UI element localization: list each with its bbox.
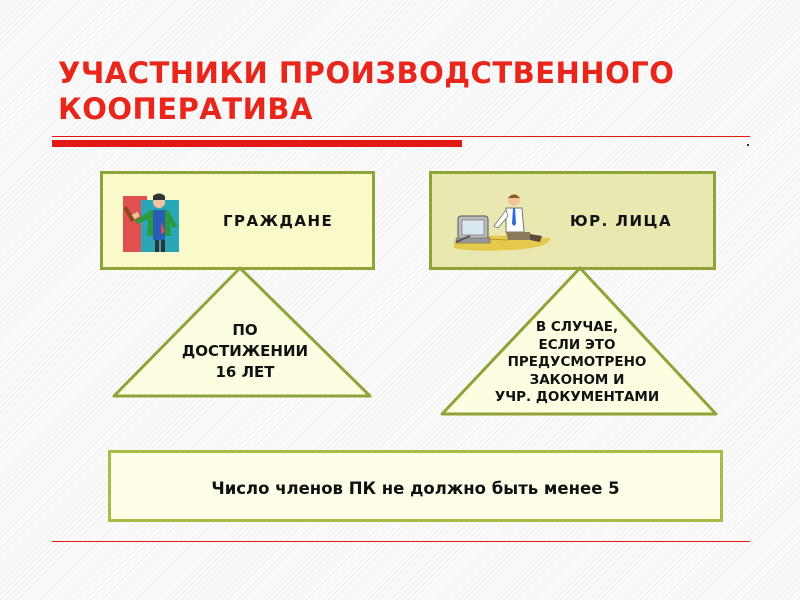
citizens-box: ГРАЖДАНЕ	[100, 171, 375, 270]
title-rule-thick	[52, 140, 462, 147]
legal-entities-label: ЮР. ЛИЦА	[570, 212, 673, 230]
legal-condition-line: ЗАКОНОМ И	[529, 371, 625, 388]
title-line-1: УЧАСТНИКИ ПРОИЗВОДСТВЕННОГО	[58, 56, 675, 90]
age-condition-line: 16 ЛЕТ	[215, 363, 275, 381]
legal-condition-line: ПРЕДУСМОТРЕНО	[507, 354, 647, 370]
left-triangle	[112, 266, 372, 398]
age-condition-line: ПО	[232, 321, 258, 339]
right-triangle	[440, 266, 718, 416]
rule-dot	[747, 144, 749, 146]
legal-condition-line: В СЛУЧАЕ,	[535, 319, 619, 335]
footer-rule	[52, 541, 750, 542]
slide-title: УЧАСТНИКИ ПРОИЗВОДСТВЕННОГО КООПЕРАТИВА	[58, 55, 758, 127]
legal-condition-line: ЕСЛИ ЭТО	[538, 336, 616, 353]
member-count-note: Число членов ПК не должно быть менее 5	[211, 479, 620, 498]
member-count-note-box: Число членов ПК не должно быть менее 5	[108, 450, 723, 522]
citizens-label: ГРАЖДАНЕ	[223, 212, 334, 230]
title-rule-thin	[52, 136, 750, 137]
title-line-2: КООПЕРАТИВА	[58, 92, 313, 126]
legal-entities-box: ЮР. ЛИЦА	[429, 171, 716, 270]
age-condition-line: ДОСТИЖЕНИИ	[181, 342, 309, 360]
office-worker-icon	[454, 194, 550, 251]
worker-icon	[123, 193, 179, 252]
legal-condition-line: УЧР. ДОКУМЕНТАМИ	[494, 389, 660, 405]
legal-condition-text: В СЛУЧАЕ, ЕСЛИ ЭТО ПРЕДУСМОТРЕНО ЗАКОНОМ…	[468, 319, 686, 407]
age-condition-text: ПО ДОСТИЖЕНИИ 16 ЛЕТ	[150, 320, 340, 383]
